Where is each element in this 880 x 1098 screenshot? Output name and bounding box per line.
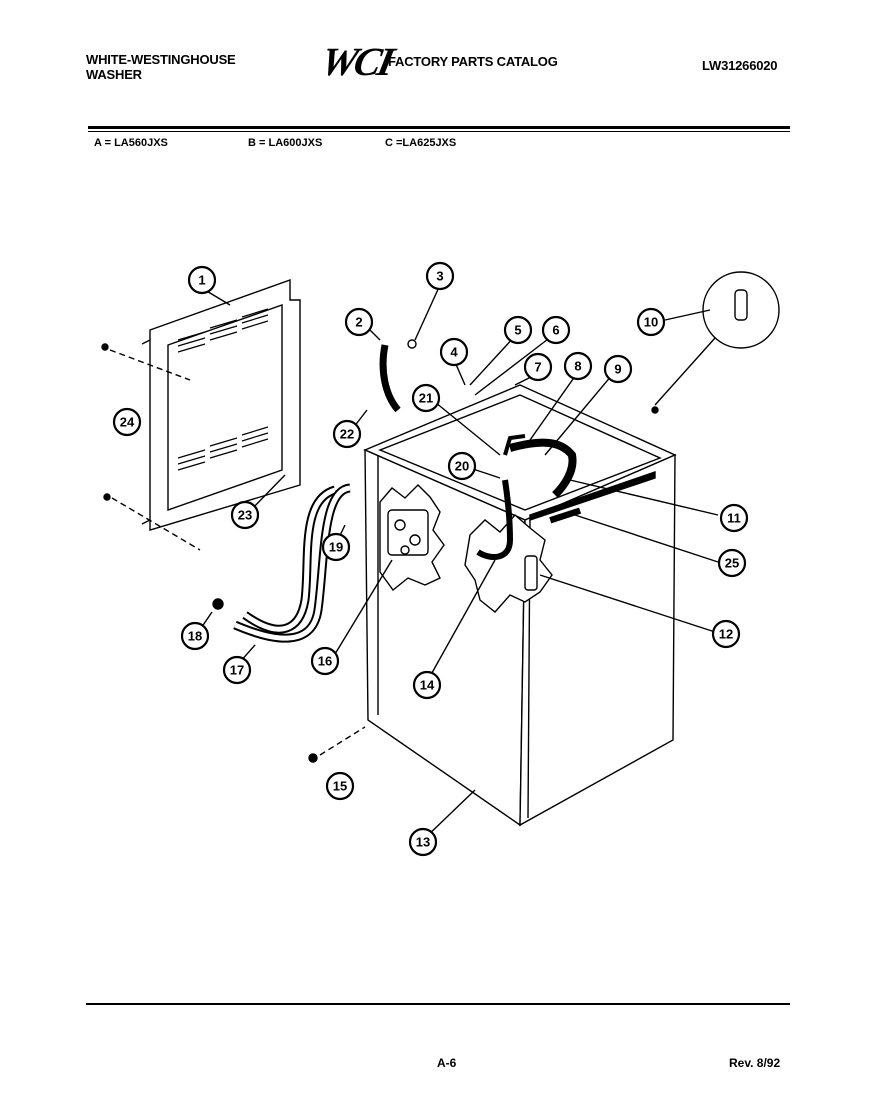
svg-text:19: 19 xyxy=(329,540,343,555)
callout-23: 23 xyxy=(230,500,260,530)
cabinet xyxy=(363,384,677,827)
panel-screws xyxy=(101,343,201,551)
callout-18: 18 xyxy=(180,621,210,651)
model-c: C =LA625JXS xyxy=(385,137,457,149)
page-number: A-6 xyxy=(437,1056,457,1070)
svg-text:11: 11 xyxy=(727,511,741,526)
model-a: A = LA560JXS xyxy=(94,137,168,149)
callout-14: 14 xyxy=(412,670,442,700)
callout-5: 5 xyxy=(503,315,533,345)
svg-text:21: 21 xyxy=(419,391,433,406)
svg-text:25: 25 xyxy=(725,556,739,571)
callout-6: 6 xyxy=(541,315,571,345)
callout-12: 12 xyxy=(711,619,741,649)
svg-text:6: 6 xyxy=(552,323,559,338)
svg-text:5: 5 xyxy=(514,323,521,338)
revision-date: Rev. 8/92 xyxy=(729,1056,781,1070)
callout-15: 15 xyxy=(325,771,355,801)
rear-panel xyxy=(141,279,301,531)
manufacturer-title: WHITE-WESTINGHOUSE WASHER xyxy=(86,52,236,82)
svg-text:3: 3 xyxy=(436,269,443,284)
callout-3: 3 xyxy=(425,261,455,291)
svg-text:20: 20 xyxy=(455,459,469,474)
svg-text:14: 14 xyxy=(420,678,435,693)
svg-text:2: 2 xyxy=(355,315,362,330)
callout-2: 2 xyxy=(344,307,374,337)
callout-19: 19 xyxy=(321,532,351,562)
svg-text:7: 7 xyxy=(534,360,541,375)
svg-text:22: 22 xyxy=(340,427,354,442)
callout-16: 16 xyxy=(310,646,340,676)
svg-text:1: 1 xyxy=(198,273,205,288)
callout-21: 21 xyxy=(411,383,441,413)
svg-text:4: 4 xyxy=(450,345,458,360)
svg-text:16: 16 xyxy=(318,654,332,669)
footer-rule xyxy=(86,1003,790,1005)
svg-text:10: 10 xyxy=(644,315,658,330)
callout-7: 7 xyxy=(523,352,553,382)
svg-text:8: 8 xyxy=(574,359,581,374)
svg-text:9: 9 xyxy=(614,362,621,377)
callout-24: 24 xyxy=(112,407,142,437)
header-rule-thin xyxy=(88,131,790,132)
callout-13: 13 xyxy=(408,827,438,857)
svg-text:18: 18 xyxy=(188,629,202,644)
svg-text:12: 12 xyxy=(719,627,733,642)
svg-text:17: 17 xyxy=(230,663,244,678)
svg-text:13: 13 xyxy=(416,835,430,850)
catalog-title: FACTORY PARTS CATALOG xyxy=(388,54,558,69)
callout-10: 10 xyxy=(636,307,666,337)
callout-1: 1 xyxy=(187,265,217,295)
svg-text:23: 23 xyxy=(238,508,252,523)
svg-text:15: 15 xyxy=(333,779,347,794)
callout-22: 22 xyxy=(332,419,362,449)
callout-8: 8 xyxy=(563,351,593,381)
callout-25: 25 xyxy=(717,548,747,578)
manufacturer-name: WHITE-WESTINGHOUSE xyxy=(86,52,236,67)
header-rule xyxy=(88,126,790,129)
model-b: B = LA600JXS xyxy=(248,137,323,149)
product-name: WASHER xyxy=(86,67,142,82)
callout-4: 4 xyxy=(439,337,469,367)
callout-9: 9 xyxy=(603,354,633,384)
callout-labels: 1 2 3 4 5 6 7 8 9 10 11 12 13 14 15 16 1… xyxy=(112,261,749,857)
catalog-number: LW31266020 xyxy=(702,58,778,73)
callout-17: 17 xyxy=(222,655,252,685)
callout-11: 11 xyxy=(719,503,749,533)
callout-20: 20 xyxy=(447,451,477,481)
svg-text:24: 24 xyxy=(120,415,135,430)
